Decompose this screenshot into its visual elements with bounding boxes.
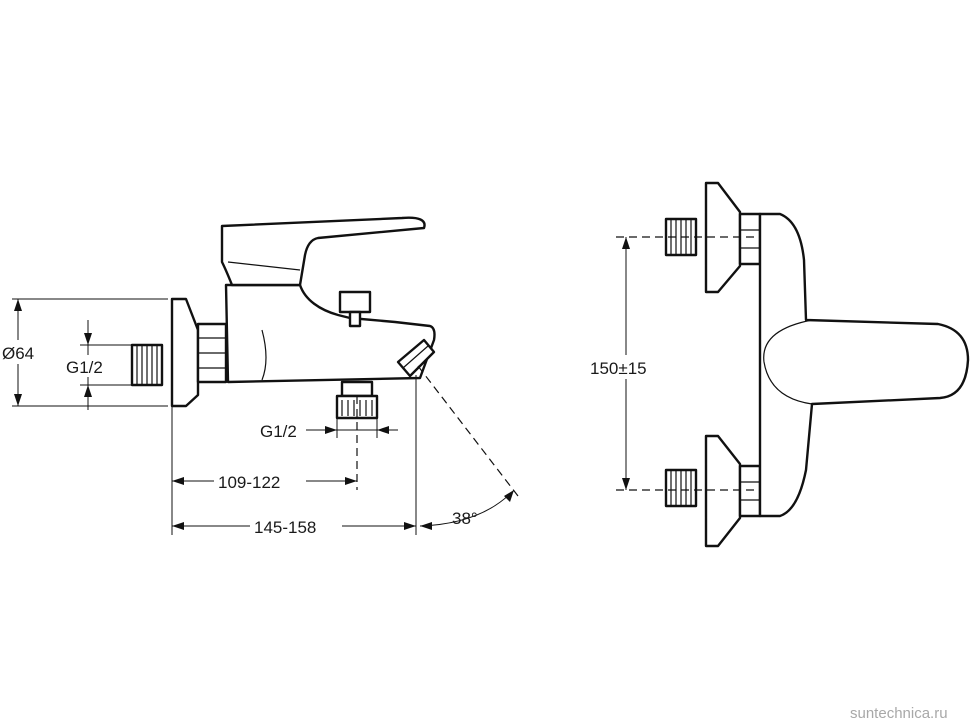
overall-depth-label: 145-158 [254,518,316,537]
spout-angle-dimension: 38° [417,365,519,530]
diameter-label: Ø64 [2,344,34,363]
diverter-knob [338,290,372,328]
outlet-thread-dimension: G1/2 [260,418,398,441]
eccentric-nut [196,322,228,384]
inlet-thread-dimension: G1/2 [64,320,132,410]
lever-handle [220,216,426,287]
wall-flange [170,297,200,408]
inlet-spacing-label: 150±15 [590,359,647,378]
mixer-body-front [758,212,970,518]
spout-depth-dimension: 109-122 [172,470,357,492]
lower-nut [738,464,762,518]
inlet-thread-connector [130,343,164,387]
mixer-body [224,283,436,384]
lower-wall-flange [704,434,742,548]
spout-depth-label: 109-122 [218,473,280,492]
spout-angle-label: 38° [452,509,478,528]
front-view: 150±15 [588,181,970,548]
side-view: Ø64 G1/2 G1/2 [0,216,519,537]
shower-outlet [335,380,379,420]
inlet-thread-label: G1/2 [66,358,103,377]
lower-inlet-thread [664,468,698,508]
watermark: suntechnica.ru [850,705,948,722]
overall-depth-dimension: 145-158 [172,515,416,537]
diameter-dimension: Ø64 [0,298,168,407]
outlet-thread-label: G1/2 [260,422,297,441]
upper-nut [738,212,762,266]
inlet-spacing-dimension: 150±15 [588,236,760,491]
